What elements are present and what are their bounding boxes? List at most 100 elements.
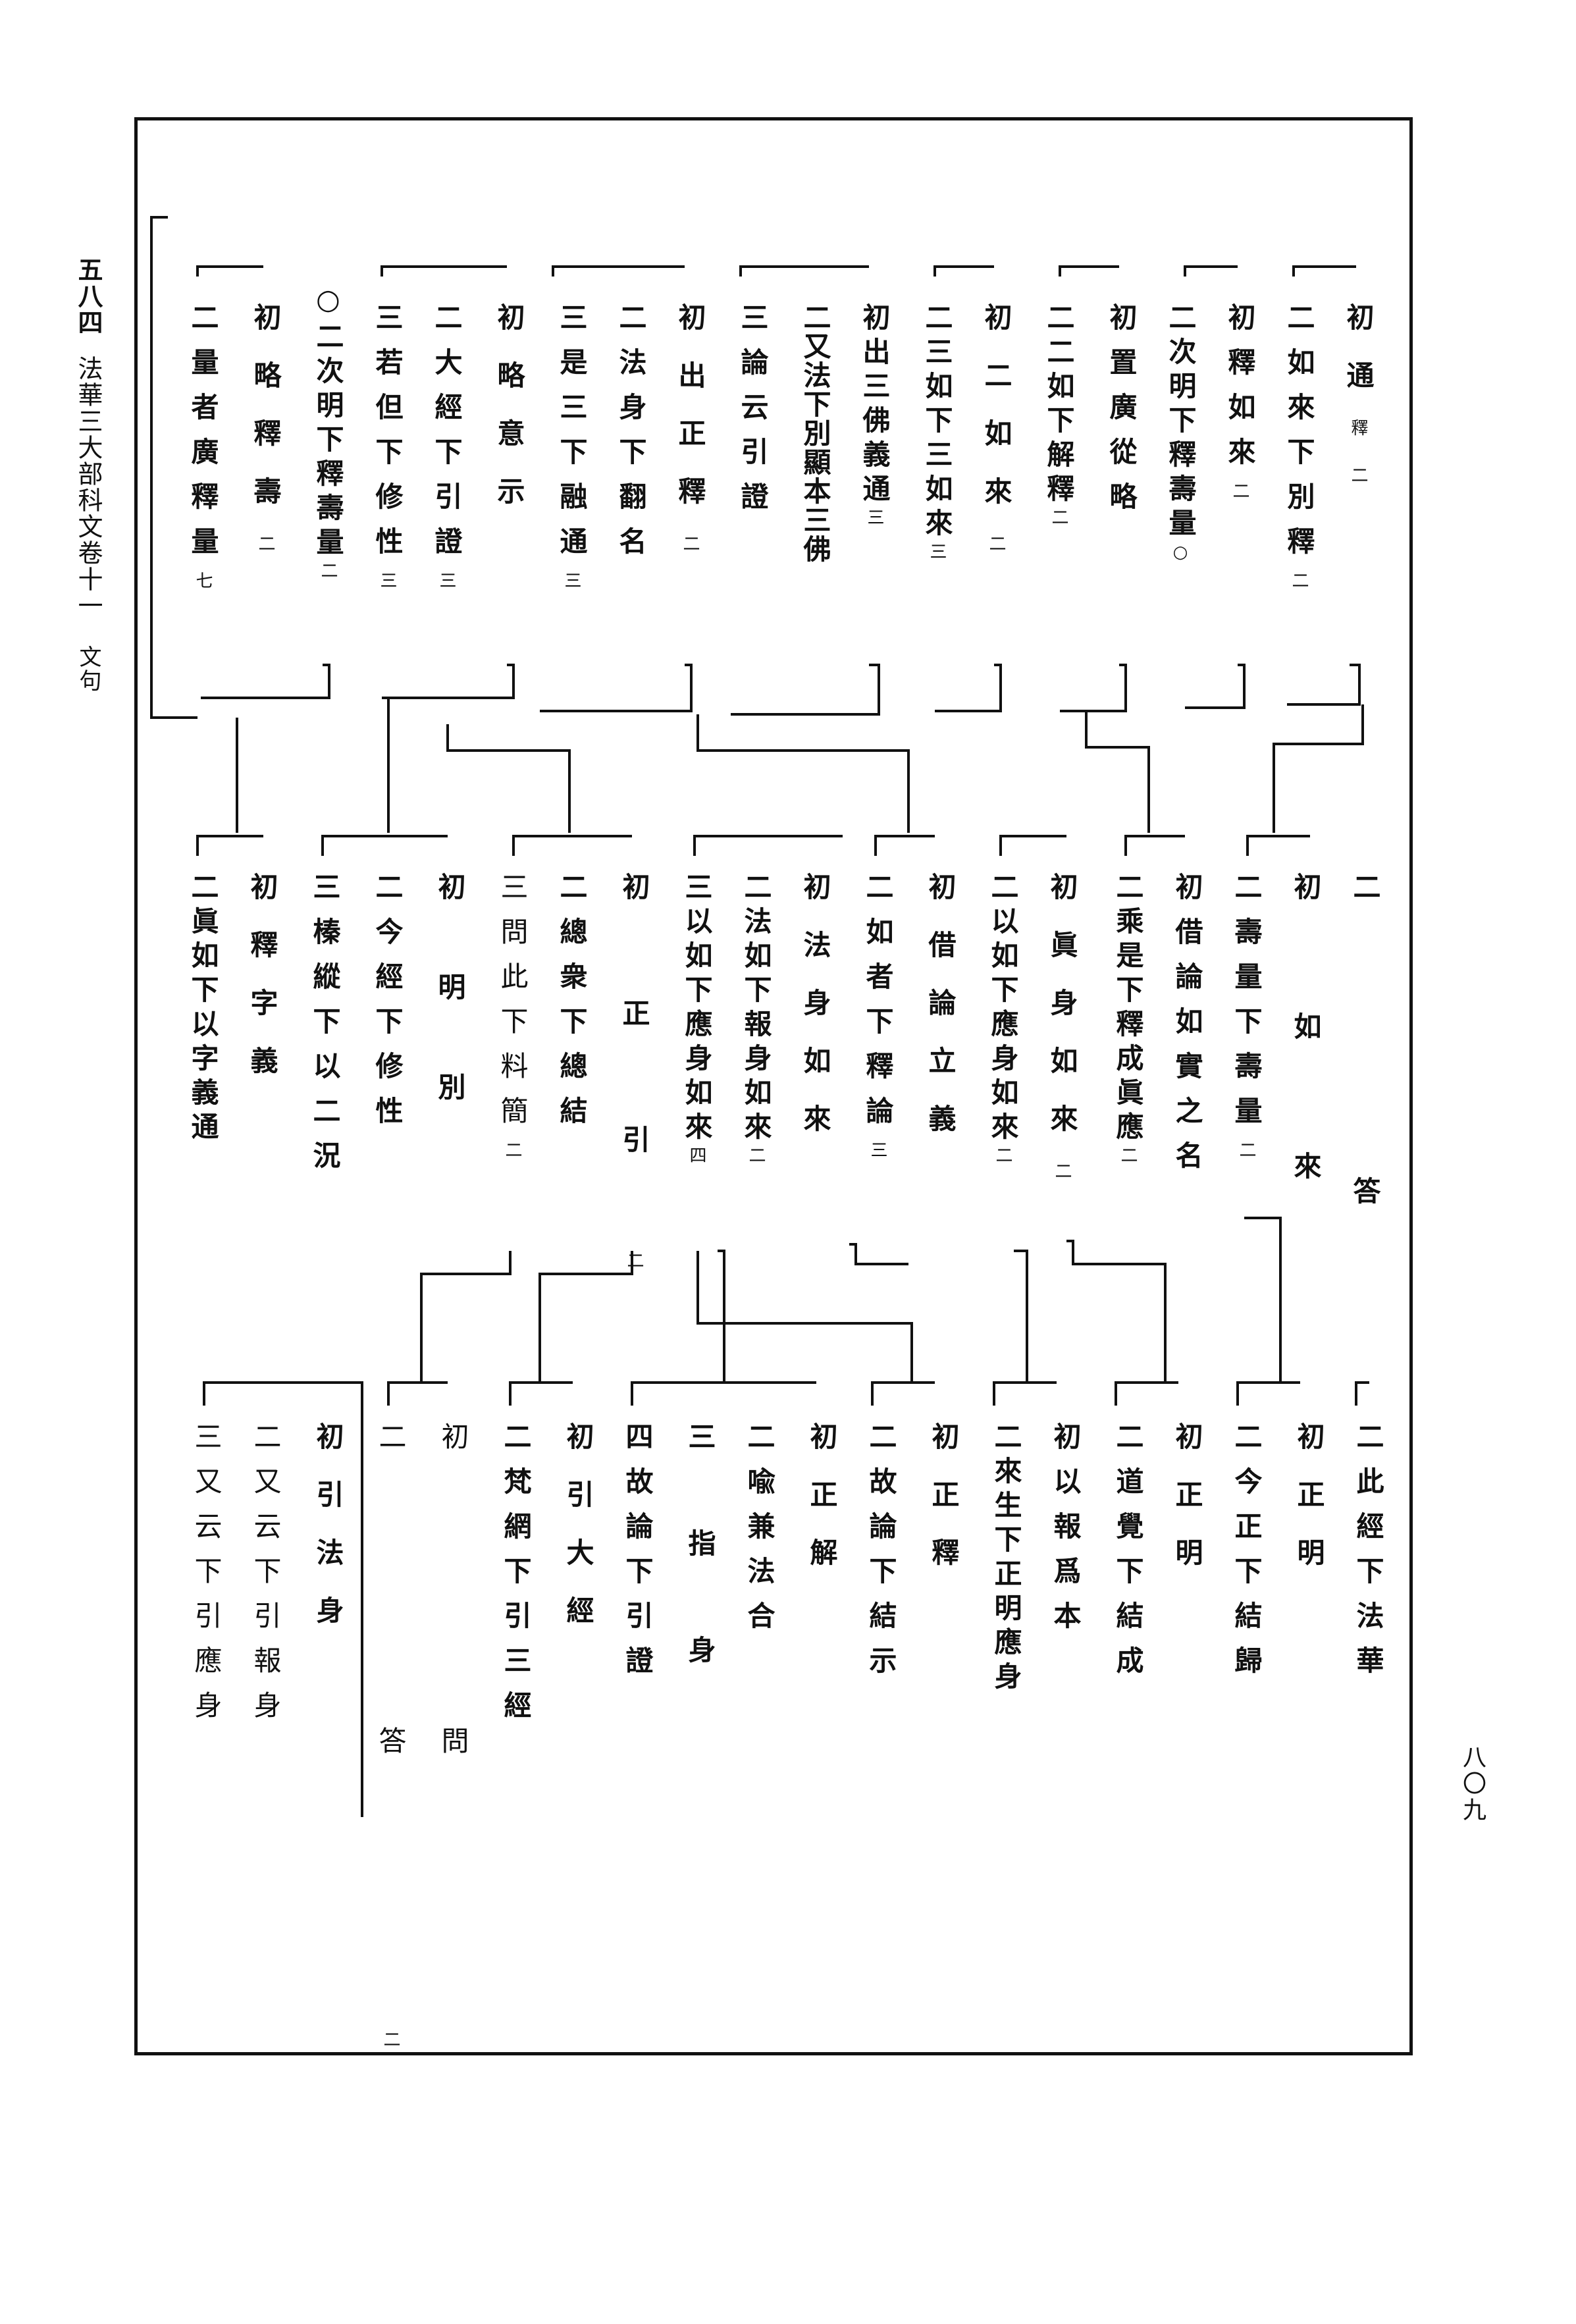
connector <box>696 714 910 833</box>
connector <box>382 664 515 699</box>
tree-node-row2: 三榛縱下以二況 <box>309 872 341 1186</box>
tree-node-row1: 二法身下翻名 <box>615 303 647 571</box>
tree-node-row2: 三問此下料簡二 <box>496 872 529 1175</box>
tree-node-row1: 二二如下解釋二 <box>1043 303 1075 532</box>
connector <box>203 1381 363 1817</box>
connector <box>552 265 685 277</box>
tree-node-row3: 二道覺下結成 <box>1112 1422 1144 1691</box>
tree-node-row3: 二此經下法華 <box>1352 1422 1384 1691</box>
connector <box>849 1243 908 1265</box>
tree-node-row2: 初借論如實之名 <box>1171 872 1203 1186</box>
connector <box>1060 664 1127 712</box>
tree-node-row1: 初出三佛義通三 <box>858 303 891 532</box>
tree-node-row1: 初略釋壽二 <box>250 303 282 582</box>
tree-node-row1: 二又法下別顯本三佛 <box>799 303 831 564</box>
connector <box>1355 1381 1369 1406</box>
connector <box>538 1251 633 1383</box>
tree-node-row1: 三是三下融通三 <box>556 303 588 606</box>
connector <box>1292 265 1356 277</box>
tree-node-row1: 初釋如來二 <box>1224 303 1256 516</box>
tree-node-row3: 初以報爲本 <box>1049 1422 1082 1646</box>
tree-node-row3: 初正解 <box>806 1422 838 1596</box>
connector <box>540 664 693 712</box>
connector <box>1185 664 1246 709</box>
connector <box>1236 1381 1300 1406</box>
connector <box>1014 1250 1028 1383</box>
tree-node-row3: 初引法身 <box>312 1422 344 1654</box>
connector <box>1085 711 1150 833</box>
connector <box>696 1251 913 1383</box>
connector <box>1244 1217 1282 1383</box>
tree-node-row2: 二眞如下以字義通 <box>187 872 219 1146</box>
tree-node-row2: 初釋字義 <box>246 872 278 1104</box>
connector <box>150 216 197 719</box>
connector <box>420 1251 512 1383</box>
tree-node-row2: 二乘是下釋成眞應二 <box>1112 872 1144 1170</box>
tree-node-row1: 二如來下別釋二 <box>1283 303 1315 606</box>
margin-page-number: 五八四 <box>74 257 103 336</box>
connector <box>381 265 507 277</box>
connector <box>1273 704 1364 833</box>
tree-node-row2: 二以如下應身如來二 <box>987 872 1019 1170</box>
tree-node-row2: 初借論立義 <box>924 872 957 1162</box>
connector <box>999 835 1066 856</box>
tree-node-row1: 初置廣從略 <box>1105 303 1138 527</box>
tree-node-row2: 初明別 <box>434 872 466 1173</box>
connector <box>321 835 448 856</box>
tree-node-row2: 二法如下報身如來二 <box>740 872 772 1170</box>
tree-node-row1: 初略意示 <box>493 303 525 535</box>
tree-node-row1: 初二如來二 <box>980 303 1012 582</box>
margin-section: 文句 <box>75 645 101 693</box>
tree-node-row1: 三若但下修性三 <box>371 303 404 606</box>
folio-number: 八〇九 <box>1459 1745 1486 1824</box>
connector <box>1066 1240 1167 1383</box>
connector <box>1124 835 1185 856</box>
tree-connectors <box>150 216 1369 1817</box>
tree-node-row1: 二三如下三如來三 <box>921 303 953 566</box>
connector <box>509 1381 573 1406</box>
tree-node-row2: 二總衆下總結 <box>556 872 588 1141</box>
tree-node-row2: 三以如下應身如來四 <box>681 872 713 1170</box>
connector <box>387 1381 448 1406</box>
tree-node-row2: 初法身如來 <box>799 872 831 1162</box>
connector <box>1287 664 1361 706</box>
tree-node-row2: 二答 <box>1349 872 1381 1481</box>
connector <box>1184 265 1238 277</box>
connector <box>731 664 880 716</box>
tree-node-row1: 初通釋二 <box>1342 303 1375 514</box>
tree-node-row2: 初如來 <box>1290 872 1322 1291</box>
connector <box>512 835 632 856</box>
tree-node-row3: 初問 <box>437 1422 469 2030</box>
margin-book-title: 法華三大部科文卷十一 <box>74 356 103 619</box>
connector <box>1246 835 1310 856</box>
connector <box>446 724 571 833</box>
page-frame <box>134 117 1413 2055</box>
tree-node-row1: 三論云引證 <box>737 303 769 527</box>
tree-node-row3: 初正釋 <box>928 1422 960 1596</box>
tree-node-row3: 二又云下引報身 <box>250 1422 282 1735</box>
tree-node-row2: 二今經下修性 <box>371 872 404 1141</box>
tree-node-row3: 三又云下引應身 <box>190 1422 223 1735</box>
tree-node-row1: 二次明下釋壽量○ <box>1165 303 1197 569</box>
connector <box>871 1381 935 1406</box>
tree-node-row3: 二喩兼法合 <box>743 1422 775 1646</box>
tree-node-row3: 二來生下正明應身 <box>990 1422 1022 1696</box>
tree-node-row3: 初引大經 <box>562 1422 594 1654</box>
tree-node-row3: 初正明 <box>1293 1422 1325 1596</box>
tree-node-row2: 二如者下釋論三 <box>862 872 894 1175</box>
tree-node-row3: 二答二 <box>375 1422 407 2324</box>
connector <box>718 1250 725 1383</box>
connector <box>1115 1381 1178 1406</box>
connector <box>1059 265 1119 277</box>
tree-node-row2: 二壽量下壽量二 <box>1230 872 1263 1175</box>
connector <box>935 664 1002 712</box>
connector <box>993 1381 1057 1406</box>
tree-node-row3: 二今正下結歸 <box>1230 1422 1263 1691</box>
tree-node-row3: 初正明 <box>1171 1422 1203 1596</box>
tree-node-row3: 三指身 <box>684 1422 716 1742</box>
tree-node-row2: 初正引二 <box>618 872 650 1367</box>
tree-node-row3: 二故論下結示 <box>865 1422 897 1691</box>
connector <box>693 835 843 856</box>
connector <box>739 265 869 277</box>
connector <box>196 265 263 277</box>
